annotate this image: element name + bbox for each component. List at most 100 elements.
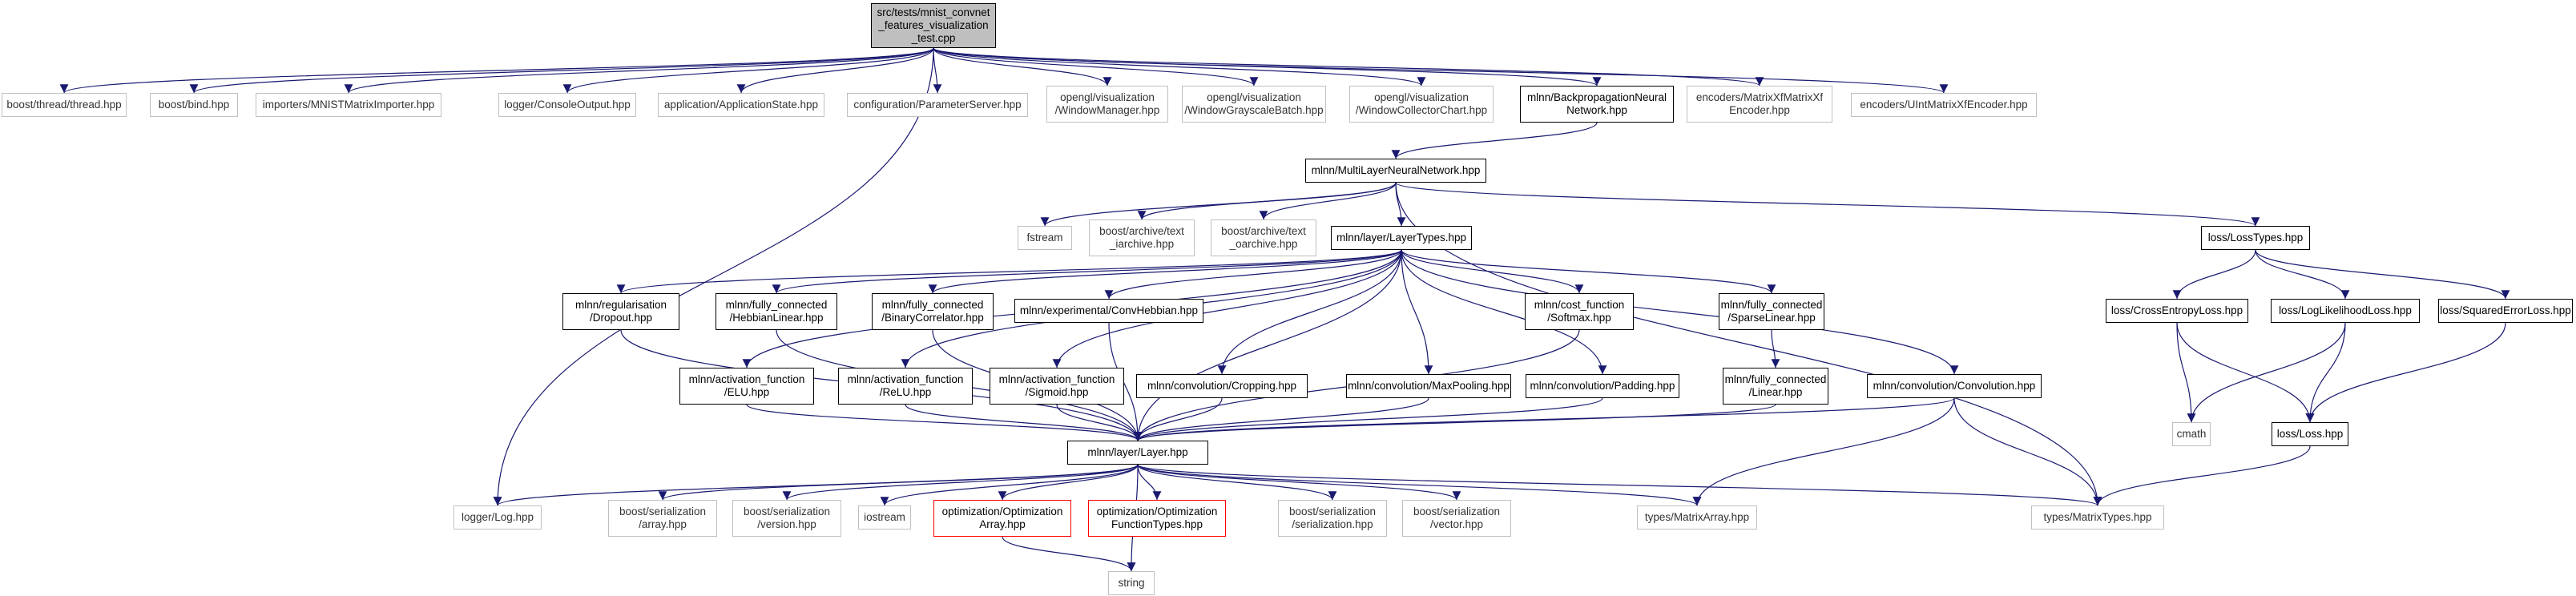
edge-padding-to-layer [1133, 397, 1603, 441]
graph-node-elu[interactable]: mlnn/activation_function /ELU.hpp [679, 368, 814, 405]
graph-node-sparselinear[interactable]: mlnn/fully_connected /SparseLinear.hpp [1719, 293, 1824, 330]
edge-layertypes-to-softmax [1401, 249, 1584, 294]
graph-node-window-collector: opengl/visualization /WindowCollectorCha… [1349, 86, 1494, 123]
edge-root-to-window-collector [933, 47, 1426, 87]
graph-node-ser-serialization: boost/serialization /serialization.hpp [1278, 500, 1387, 537]
graph-node-text-oarchive: boost/archive/text _oarchive.hpp [1211, 219, 1316, 256]
edge-root-to-uint-enc [933, 47, 1948, 94]
edge-layertypes-to-convolution [1401, 249, 1959, 375]
graph-node-layertypes[interactable]: mlnn/layer/LayerTypes.hpp [1331, 226, 1472, 250]
edge-root-to-mnist-importer [344, 47, 934, 94]
edge-elu-to-layer [746, 404, 1143, 441]
edge-maxpooling-to-layer [1133, 397, 1429, 441]
edge-root-to-console-output [562, 47, 934, 94]
edge-multilayer-to-text-iarchive [1137, 182, 1397, 220]
edge-losstypes-to-loglikelihood [2255, 249, 2350, 300]
edge-layertypes-to-cropping [1217, 249, 1402, 375]
graph-node-ser-array: boost/serialization /array.hpp [608, 500, 717, 537]
edge-layer-to-ser-vector [1137, 464, 1461, 501]
edge-layer-to-ser-array [658, 464, 1139, 501]
graph-node-ser-vector: boost/serialization /vector.hpp [1402, 500, 1511, 537]
graph-node-param-server: configuration/ParameterServer.hpp [847, 93, 1028, 117]
edge-convolution-to-matrixarray [1692, 397, 1955, 506]
graph-node-sigmoid[interactable]: mlnn/activation_function /Sigmoid.hpp [990, 368, 1124, 405]
graph-node-root[interactable]: src/tests/mnist_convnet _features_visual… [871, 3, 996, 48]
graph-node-losstypes[interactable]: loss/LossTypes.hpp [2201, 226, 2310, 250]
graph-node-multilayer[interactable]: mlnn/MultiLayerNeuralNetwork.hpp [1305, 159, 1486, 183]
graph-node-matrixtypes: types/MatrixTypes.hpp [2031, 505, 2164, 530]
edge-root-to-param-server [933, 47, 942, 94]
graph-node-cmath: cmath [2172, 422, 2211, 446]
edge-relu-to-layer [905, 404, 1143, 441]
edge-root-to-boost-bind [189, 47, 934, 94]
edge-root-to-matrixxf-enc [933, 47, 1764, 87]
edge-squarederror-to-loss [2305, 322, 2506, 423]
graph-node-loss[interactable]: loss/Loss.hpp [2272, 422, 2348, 446]
edge-loglikelihood-to-loss [2305, 322, 2346, 423]
graph-node-loglikelihood[interactable]: loss/LogLikelihoodLoss.hpp [2271, 299, 2420, 323]
graph-node-boost-bind: boost/bind.hpp [150, 93, 238, 117]
edge-multilayer-to-losstypes [1395, 182, 2260, 227]
graph-node-matrixxf-enc: encoders/MatrixXfMatrixXf Encoder.hpp [1687, 86, 1832, 123]
edge-root-to-app-state [736, 47, 934, 94]
edge-crossentropy-to-cmath [2176, 322, 2196, 423]
graph-node-maxpooling[interactable]: mlnn/convolution/MaxPooling.hpp [1346, 374, 1511, 398]
graph-node-layer[interactable]: mlnn/layer/Layer.hpp [1067, 441, 1208, 465]
graph-node-text-iarchive: boost/archive/text _iarchive.hpp [1089, 219, 1195, 256]
graph-node-mnist-importer: importers/MNISTMatrixImporter.hpp [256, 93, 441, 117]
edge-layer-to-opt-functypes [1137, 464, 1162, 501]
graph-node-binarycorr[interactable]: mlnn/fully_connected /BinaryCorrelator.h… [872, 293, 994, 330]
edge-backprop-to-multilayer [1391, 122, 1598, 159]
graph-node-hebbianlinear[interactable]: mlnn/fully_connected /HebbianLinear.hpp [716, 293, 837, 330]
edge-multilayer-to-matrixtypes [1395, 182, 2102, 506]
edge-linear-to-layer [1133, 404, 1776, 441]
graph-node-console-output: logger/ConsoleOutput.hpp [498, 93, 636, 117]
graph-node-cropping[interactable]: mlnn/convolution/Cropping.hpp [1136, 374, 1308, 398]
graph-node-matrixarray: types/MatrixArray.hpp [1637, 505, 1757, 530]
edge-layer-to-matrixarray [1137, 464, 1702, 506]
edge-root-to-window-manager [933, 47, 1112, 87]
graph-node-crossentropy[interactable]: loss/CrossEntropyLoss.hpp [2106, 299, 2248, 323]
graph-node-squarederror[interactable]: loss/SquaredErrorLoss.hpp [2438, 299, 2573, 323]
edge-layertypes-to-sigmoid [1052, 249, 1402, 368]
graph-node-backprop[interactable]: mlnn/BackpropagationNeural Network.hpp [1520, 86, 1674, 123]
edge-layertypes-to-convhebbian [1104, 249, 1402, 300]
edge-layer-to-ser-version [782, 464, 1139, 501]
graph-node-ser-version: boost/serialization /version.hpp [732, 500, 841, 537]
graph-node-uint-enc: encoders/UIntMatrixXfEncoder.hpp [1851, 93, 2037, 117]
edge-layertypes-to-hebbianlinear [772, 249, 1402, 294]
edge-layertypes-to-dropout [616, 249, 1402, 294]
graph-node-string: string [1108, 571, 1155, 595]
graph-node-convhebbian[interactable]: mlnn/experimental/ConvHebbian.hpp [1014, 299, 1203, 323]
edge-losstypes-to-crossentropy [2172, 249, 2256, 300]
graph-node-relu[interactable]: mlnn/activation_function /ReLU.hpp [838, 368, 973, 405]
edge-layer-to-ser-serialization [1137, 464, 1337, 501]
graph-node-app-state: application/ApplicationState.hpp [658, 93, 824, 117]
edge-layer-to-matrixtypes [1137, 464, 2102, 506]
graph-node-boost-thread: boost/thread/thread.hpp [2, 93, 127, 117]
graph-node-window-gray: opengl/visualization /WindowGrayscaleBat… [1182, 86, 1326, 123]
edge-root-to-boost-thread [60, 47, 934, 94]
edge-opt-array-to-string [1002, 536, 1136, 572]
edge-layertypes-to-binarycorr [928, 249, 1402, 294]
graph-node-iostream: iostream [858, 505, 911, 530]
graph-node-opt-functypes[interactable]: optimization/Optimization FunctionTypes.… [1088, 500, 1226, 537]
edge-root-to-window-gray [933, 47, 1259, 87]
graph-node-fstream: fstream [1018, 226, 1072, 250]
graph-node-opt-array[interactable]: optimization/Optimization Array.hpp [933, 500, 1071, 537]
edge-cropping-to-layer [1133, 397, 1223, 441]
graph-node-convolution[interactable]: mlnn/convolution/Convolution.hpp [1867, 374, 2042, 398]
graph-node-padding[interactable]: mlnn/convolution/Padding.hpp [1526, 374, 1679, 398]
edge-crossentropy-to-loss [2176, 322, 2315, 423]
graph-node-dropout[interactable]: mlnn/regularisation /Dropout.hpp [562, 293, 679, 330]
graph-node-softmax[interactable]: mlnn/cost_function /Softmax.hpp [1525, 293, 1634, 330]
edge-layertypes-to-padding [1401, 249, 1607, 375]
edge-convolution-to-layer [1134, 397, 1955, 441]
edge-multilayer-to-text-oarchive [1259, 182, 1397, 220]
edge-loglikelihood-to-cmath [2187, 322, 2346, 423]
edge-sparselinear-to-linear [1771, 329, 1780, 368]
edge-layertypes-to-layer [1133, 249, 1402, 441]
graph-node-linear[interactable]: mlnn/fully_connected /Linear.hpp [1723, 368, 1828, 405]
edge-layer-to-opt-array [998, 464, 1139, 501]
